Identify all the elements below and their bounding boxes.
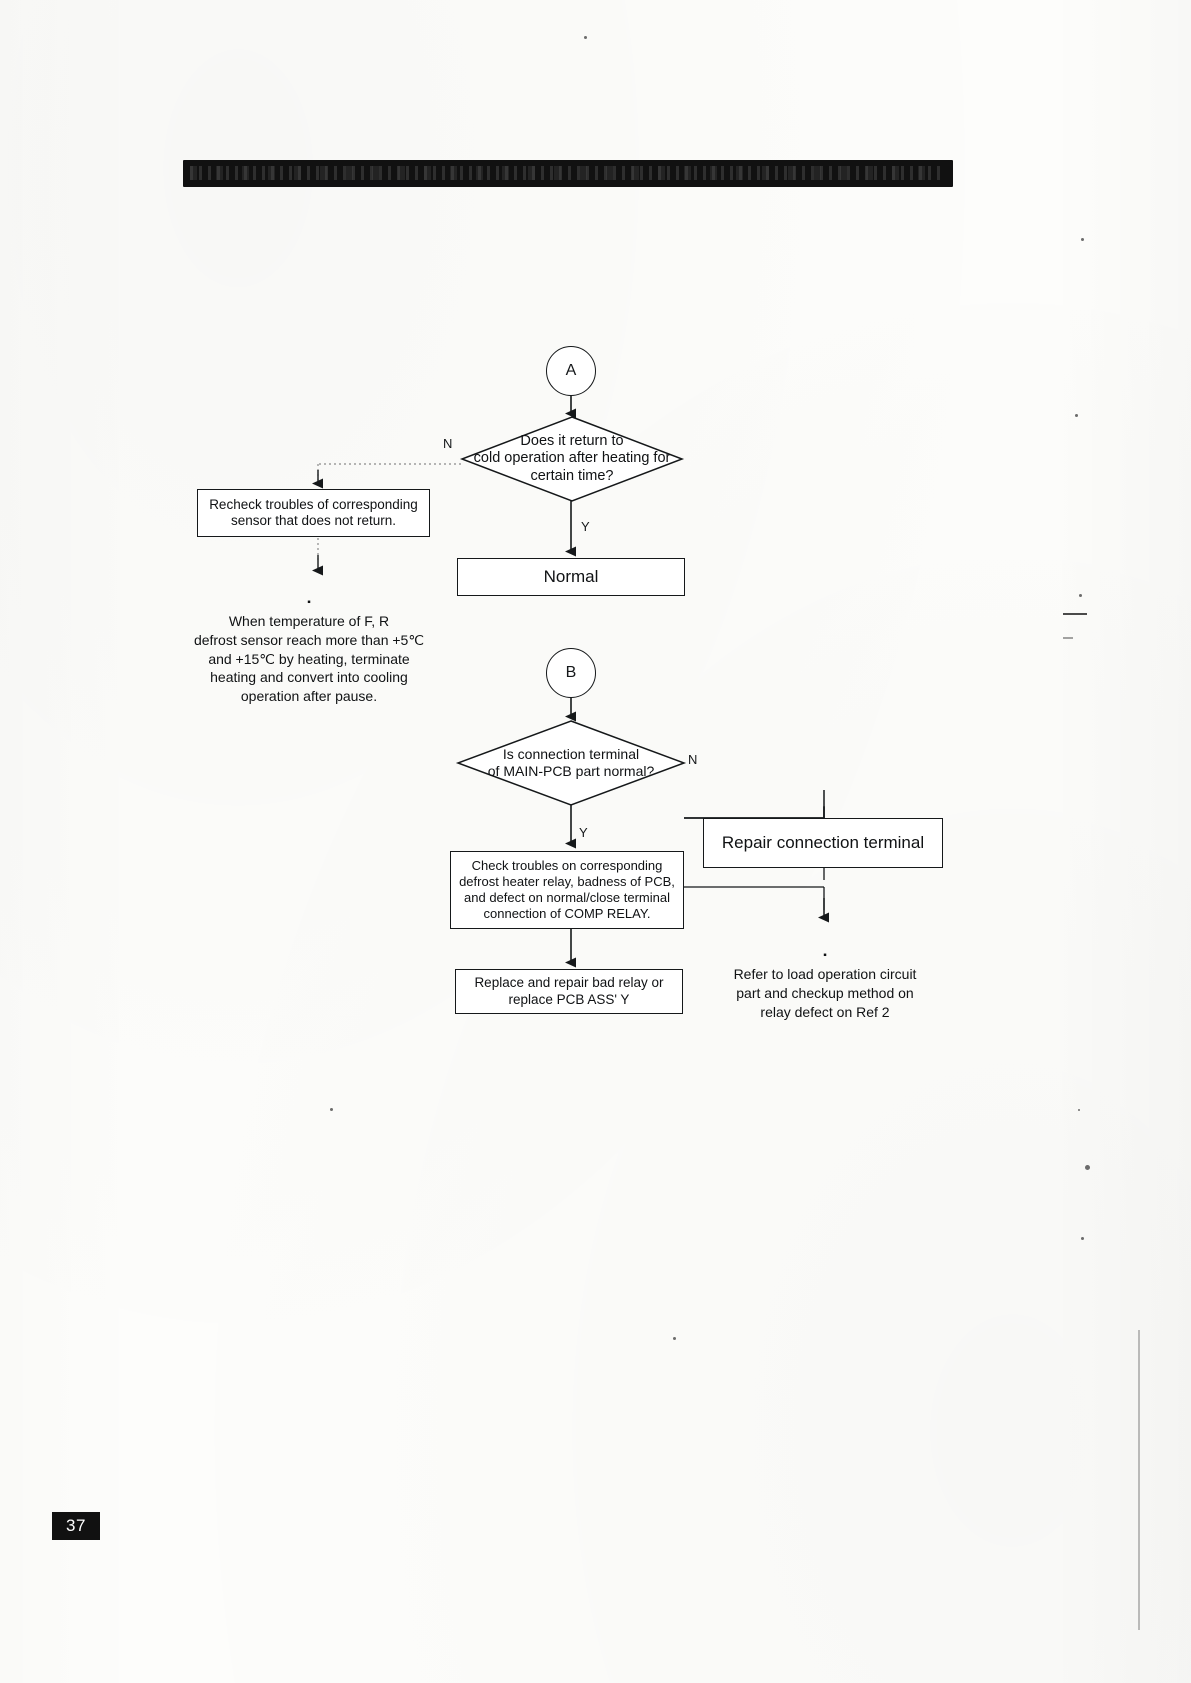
process-repair-connection-terminal-text: Repair connection terminal — [721, 832, 925, 852]
connector-a: A — [546, 346, 596, 396]
note-sensor-temperature-text: When temperature of F, R defrost sensor … — [193, 612, 425, 705]
connector-a-label: A — [565, 362, 577, 379]
note-refer-ref2: ▪ Refer to load operation circuit part a… — [700, 927, 950, 1021]
decision-1-yes-label: Y — [581, 519, 590, 534]
process-replace-repair-relay: Replace and repair bad relay or replace … — [455, 969, 683, 1014]
decision-main-pcb-terminal-normal: Is connection terminal of MAIN-PCB part … — [455, 720, 687, 806]
process-repair-connection-terminal: Repair connection terminal — [703, 818, 943, 868]
connector-b: B — [546, 648, 596, 698]
process-normal-text: Normal — [543, 566, 599, 586]
scan-speck — [1078, 1109, 1080, 1111]
process-replace-repair-relay-text: Replace and repair bad relay or replace … — [474, 975, 664, 1007]
scan-speck — [584, 36, 587, 39]
note-sensor-temperature-bullet: ▪ — [307, 596, 311, 608]
decision-return-to-cold-operation: Does it return to cold operation after h… — [459, 416, 685, 502]
scan-speck — [1081, 1237, 1084, 1240]
decision-2-no-label: N — [688, 752, 698, 767]
process-check-troubles-relay-text: Check troubles on corresponding defrost … — [459, 858, 675, 921]
scan-speck — [673, 1337, 676, 1340]
scan-speck — [1079, 594, 1082, 597]
scan-edge-line — [1138, 1330, 1140, 1630]
process-normal: Normal — [457, 558, 685, 596]
note-sensor-temperature: ▪ When temperature of F, R defrost senso… — [175, 574, 443, 706]
scan-speck — [1075, 414, 1078, 417]
header-black-bar — [183, 160, 953, 187]
process-recheck-sensor-troubles: Recheck troubles of corresponding sensor… — [197, 489, 430, 537]
scan-dash-mark — [1063, 637, 1073, 639]
decision-2-yes-label: Y — [579, 825, 588, 840]
decision-1-text: Does it return to cold operation after h… — [473, 432, 671, 484]
scan-speck — [1081, 238, 1084, 241]
decision-1-no-label: N — [443, 436, 453, 451]
process-check-troubles-relay: Check troubles on corresponding defrost … — [450, 851, 684, 929]
page-number: 37 — [52, 1512, 100, 1540]
note-refer-ref2-text: Refer to load operation circuit part and… — [733, 965, 917, 1020]
scan-speck — [1085, 1165, 1090, 1170]
note-refer-ref2-bullet: ▪ — [823, 949, 827, 961]
connector-b-label: B — [565, 664, 577, 681]
scan-speck — [330, 1108, 333, 1111]
scan-dash-mark — [1063, 613, 1087, 615]
decision-2-text: Is connection terminal of MAIN-PCB part … — [487, 746, 655, 779]
process-recheck-sensor-troubles-text: Recheck troubles of corresponding sensor… — [209, 496, 418, 528]
